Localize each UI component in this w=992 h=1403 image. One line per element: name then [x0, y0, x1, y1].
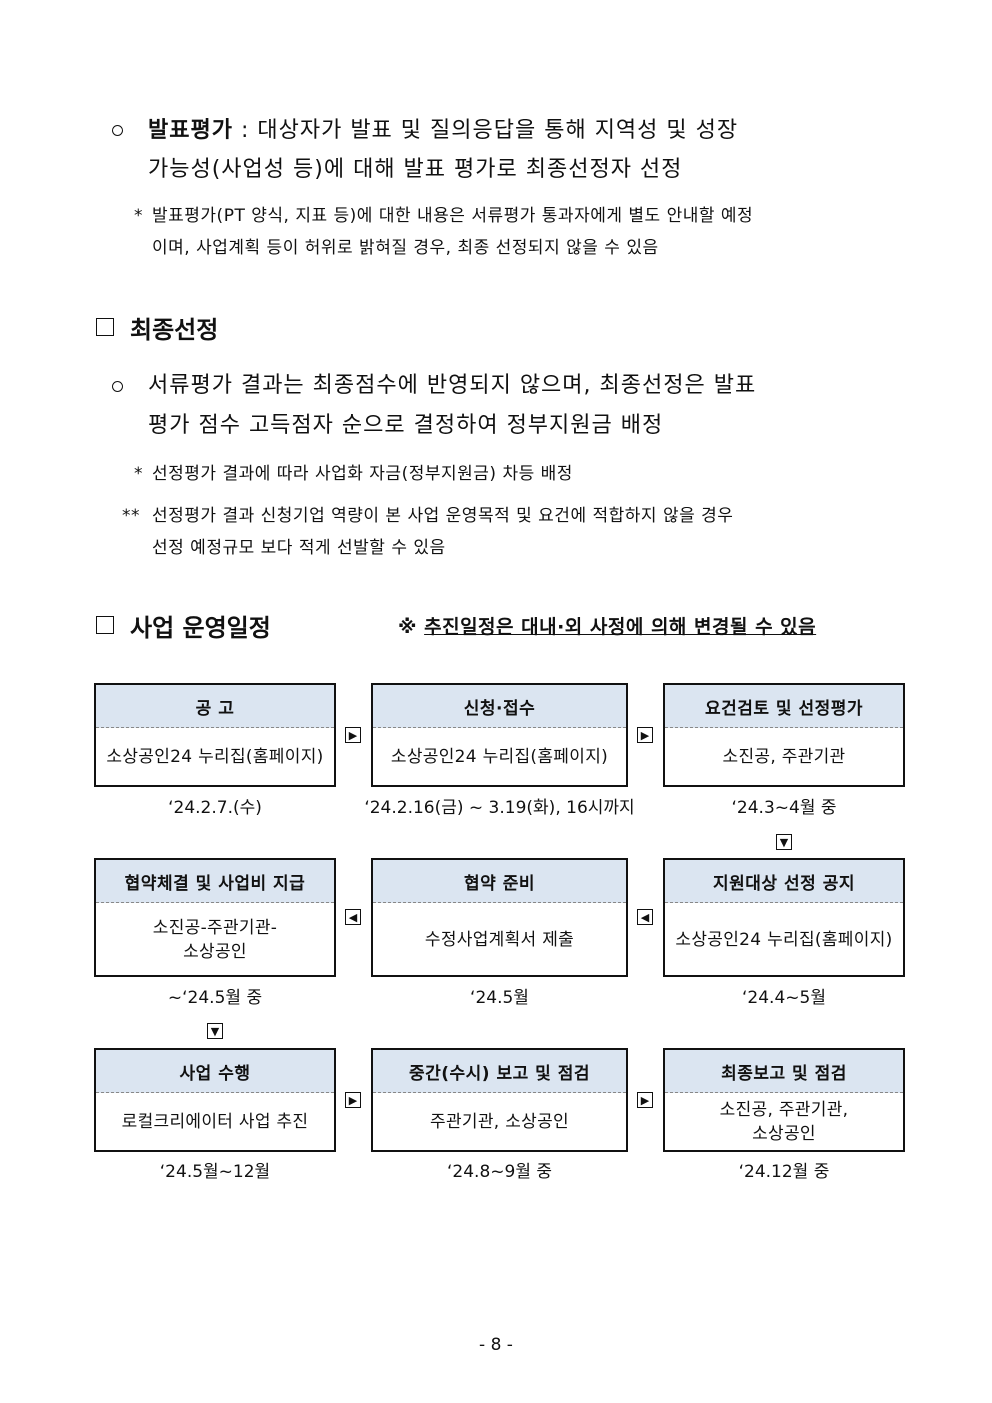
schedule-heading: 사업 운영일정	[130, 614, 271, 642]
step-title: 사업 수행	[96, 1050, 334, 1093]
step-title: 최종보고 및 점검	[665, 1050, 903, 1093]
step-date: ‘24.12월 중	[738, 1162, 830, 1182]
step-box-application: 신청·접수 소상공인24 누리집(홈페이지)	[371, 683, 628, 787]
step-box-final-report: 최종보고 및 점검 소진공, 주관기관, 소상공인	[663, 1048, 905, 1152]
final-note1-mark: *	[134, 464, 143, 484]
presentation-note-line2: 이며, 사업계획 등이 허위로 밝혀질 경우, 최종 선정되지 않을 수 있음	[152, 238, 659, 258]
final-note2-line1: 선정평가 결과 신청기업 역량이 본 사업 운영목적 및 요건에 적합하지 않을…	[152, 506, 734, 526]
presentation-note-mark: *	[134, 206, 143, 226]
step-date: ‘24.3~4월 중	[731, 798, 837, 818]
step-box-review: 요건검토 및 선정평가 소진공, 주관기관	[663, 683, 905, 787]
presentation-line2: 가능성(사업성 등)에 대해 발표 평가로 최종선정자 선정	[148, 157, 683, 182]
final-note1: 선정평가 결과에 따라 사업화 자금(정부지원금) 차등 배정	[152, 464, 573, 484]
step-title: 협약체결 및 사업비 지급	[96, 860, 334, 903]
arrow-left-icon: ◀	[345, 909, 361, 925]
step-date: ‘24.2.7.(수)	[168, 798, 262, 818]
step-body: 소상공인24 누리집(홈페이지)	[675, 929, 893, 950]
arrow-right-icon: ▶	[637, 727, 653, 743]
presentation-title: 발표평가	[148, 117, 233, 143]
step-body: 주관기관, 소상공인	[430, 1112, 569, 1132]
step-date: ‘24.8~9월 중	[447, 1162, 552, 1182]
schedule-notice: ※ 추진일정은 대내·외 사정에 의해 변경될 수 있음	[398, 616, 817, 638]
step-box-agreement: 협약체결 및 사업비 지급 소진공-주관기관- 소상공인	[94, 858, 336, 977]
page-number: - 8 -	[479, 1335, 513, 1355]
arrow-right-icon: ▶	[345, 1092, 361, 1108]
step-title: 요건검토 및 선정평가	[665, 685, 903, 728]
arrow-right-icon: ▶	[637, 1092, 653, 1108]
step-body: 소진공, 주관기관	[722, 747, 846, 767]
step-date: ‘24.2.16(금) ~ 3.19(화), 16시까지	[364, 798, 635, 818]
arrow-down-icon: ▼	[207, 1023, 223, 1039]
step-box-announcement: 공 고 소상공인24 누리집(홈페이지)	[94, 683, 336, 787]
heading-checkbox	[96, 318, 114, 336]
step-date: ~‘24.5월 중	[167, 988, 263, 1008]
final-selection-line1: 서류평가 결과는 최종점수에 반영되지 않으며, 최종선정은 발표	[148, 373, 757, 398]
step-box-execution: 사업 수행 로컬크리에이터 사업 추진	[94, 1048, 336, 1152]
step-body: 로컬크리에이터 사업 추진	[121, 1112, 309, 1132]
step-date: ‘24.5월~12월	[159, 1162, 271, 1182]
step-box-preparation: 협약 준비 수정사업계획서 제출	[371, 858, 628, 977]
step-date: ‘24.4~5월	[742, 988, 826, 1008]
arrow-right-icon: ▶	[345, 727, 361, 743]
heading-checkbox	[96, 616, 114, 634]
step-date: ‘24.5월	[470, 988, 529, 1008]
step-box-notice: 지원대상 선정 공지 소상공인24 누리집(홈페이지)	[663, 858, 905, 977]
step-body: 소진공-주관기관- 소상공인	[152, 917, 278, 962]
step-title: 지원대상 선정 공지	[665, 860, 903, 903]
presentation-note-line1: 발표평가(PT 양식, 지표 등)에 대한 내용은 서류평가 통과자에게 별도 …	[152, 206, 754, 226]
final-selection-line2: 평가 점수 고득점자 순으로 결정하여 정부지원금 배정	[148, 413, 664, 438]
step-body: 소진공, 주관기관, 소상공인	[719, 1100, 849, 1144]
arrow-left-icon: ◀	[637, 909, 653, 925]
bullet-circle	[112, 125, 123, 136]
final-selection-heading: 최종선정	[130, 316, 219, 344]
step-title: 공 고	[96, 685, 334, 728]
bullet-circle	[112, 381, 123, 392]
step-body: 소상공인24 누리집(홈페이지)	[106, 747, 324, 767]
step-body: 소상공인24 누리집(홈페이지)	[390, 747, 609, 767]
step-title: 중간(수시) 보고 및 점검	[373, 1050, 626, 1093]
step-title: 협약 준비	[373, 860, 626, 903]
step-body: 수정사업계획서 제출	[424, 929, 575, 950]
arrow-down-icon: ▼	[776, 834, 792, 850]
final-note2-mark: **	[122, 506, 140, 526]
final-note2-line2: 선정 예정규모 보다 적게 선발할 수 있음	[152, 538, 446, 558]
step-title: 신청·접수	[373, 685, 626, 728]
presentation-line1: 발표평가 : 대상자가 발표 및 질의응답을 통해 지역성 및 성장	[148, 117, 739, 143]
step-box-midterm: 중간(수시) 보고 및 점검 주관기관, 소상공인	[371, 1048, 628, 1152]
